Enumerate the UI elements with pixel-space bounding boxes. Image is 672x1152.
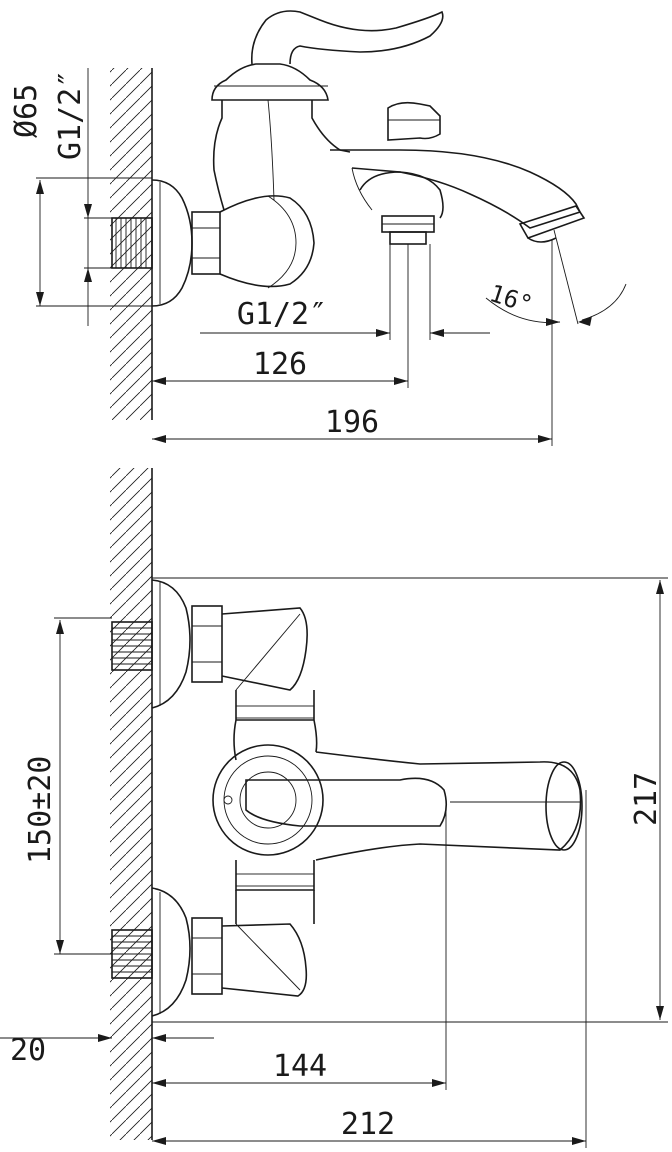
wall-thread-top (111, 217, 153, 269)
dim-144 (152, 804, 447, 1090)
spout-front (245, 777, 448, 827)
label-thread-wall: G1/2″ (53, 70, 88, 160)
escutcheon-upper (151, 579, 191, 709)
dim-thread-outlet (200, 244, 490, 340)
wall-thread-upper (111, 621, 153, 671)
label-217: 217 (629, 772, 664, 826)
label-150: 150±20 (23, 756, 58, 864)
spout-top (330, 149, 582, 229)
dim-thread-wall (84, 68, 112, 326)
label-thread-outlet: G1/2″ (237, 297, 327, 332)
diverter-knob-top (387, 101, 441, 141)
dim-150 (54, 617, 112, 955)
lever-handle-top (250, 10, 444, 65)
front-view: 150±20 217 20 144 (0, 468, 668, 1148)
dim-196 (152, 240, 553, 446)
hex-nut-top (191, 211, 221, 275)
label-20: 20 (10, 1033, 46, 1068)
hex-nut-upper (191, 605, 223, 683)
label-144: 144 (273, 1049, 327, 1084)
dim-126 (152, 244, 409, 388)
escutcheon-top (151, 179, 193, 307)
handle-rosette (212, 744, 324, 856)
dim-217 (152, 577, 668, 1023)
valve-body-top (212, 100, 351, 211)
dim-20 (0, 1034, 214, 1042)
dim-212 (152, 790, 587, 1148)
wall-hatch-bottom (110, 468, 152, 1140)
dim-diameter (36, 177, 152, 307)
valve-body-front (233, 690, 318, 761)
label-angle: 16° (486, 279, 536, 319)
label-diameter: Ø65 (9, 84, 44, 138)
dim-angle (485, 229, 627, 326)
hex-nut-lower (191, 917, 223, 995)
label-212: 212 (341, 1107, 395, 1142)
escutcheon-lower (151, 887, 191, 1017)
label-126: 126 (253, 347, 307, 382)
side-view: Ø65 G1/2″ G1/2″ 126 (9, 10, 627, 446)
label-196: 196 (325, 405, 379, 440)
